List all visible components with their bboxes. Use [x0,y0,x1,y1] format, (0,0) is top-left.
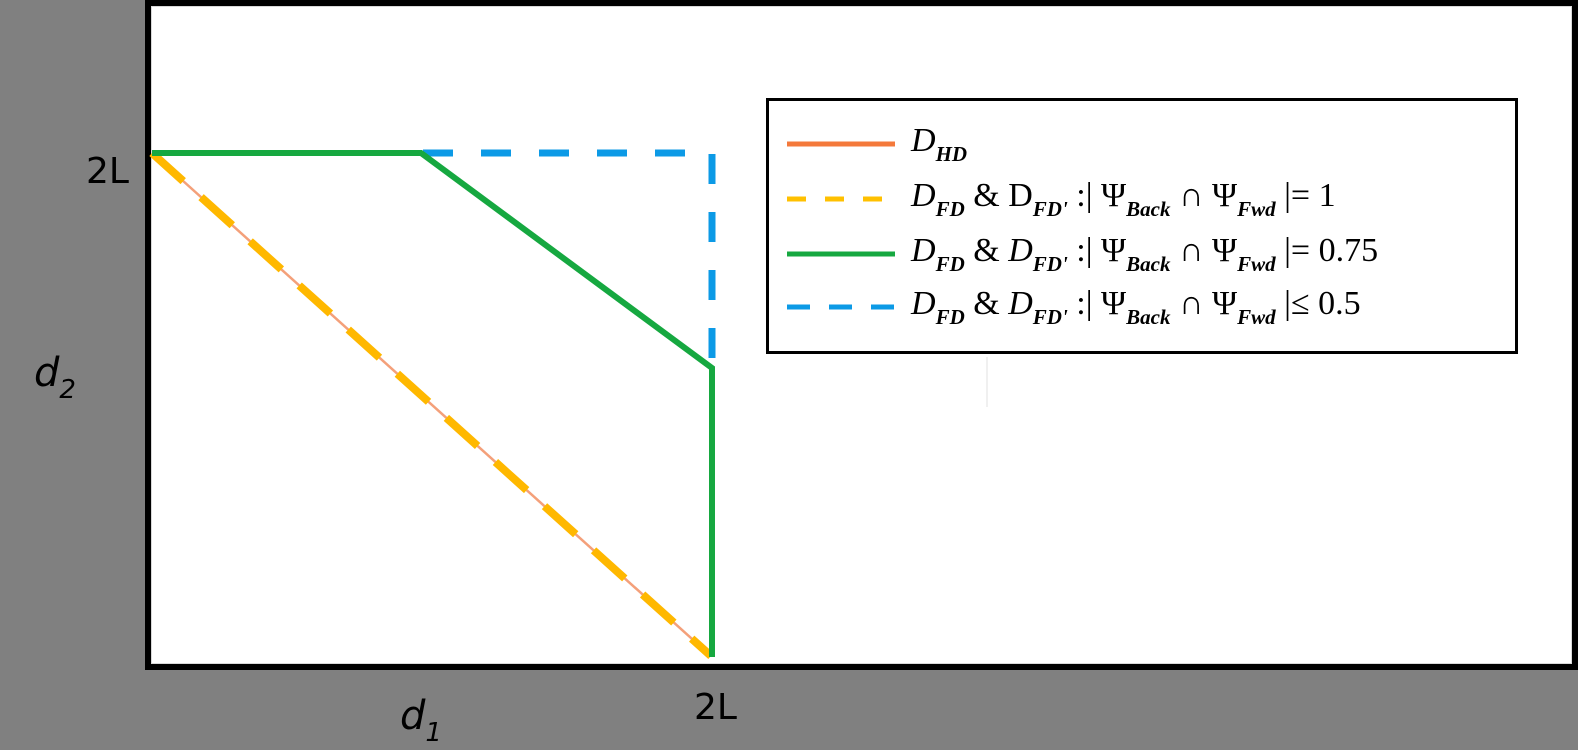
legend-item-fd-eq075: DFD & DFD' :| ΨBack ∩ ΨFwd |= 0.75 [787,230,1378,278]
faint-artifact-line [986,357,988,407]
y-tick-2l: 2L [86,151,129,192]
series-fd-eq1-line [149,150,714,659]
series-fd-le05-line [423,149,716,370]
legend-label: DFD & DFD' :| ΨBack ∩ ΨFwd |= 1 [911,176,1336,221]
legend-swatch-orange-solid [787,141,895,147]
x-axis-label-main: d [400,693,426,739]
legend-swatch-green-solid [787,251,895,257]
y-axis-label-sub: 2 [59,375,76,405]
x-axis-label: d1 [400,696,442,746]
legend-swatch-blue-dashed [787,304,895,310]
legend-swatch-yellow-dashed [787,196,895,202]
legend-label: DHD [911,121,968,166]
legend-item-fd-eq1: DFD & DFD' :| ΨBack ∩ ΨFwd |= 1 [787,175,1336,223]
legend-label: DFD & DFD' :| ΨBack ∩ ΨFwd |= 0.75 [911,231,1379,276]
legend: DHD DFD & DFD' :| ΨBack ∩ ΨFwd |= 1 DFD … [766,98,1518,354]
legend-label: DFD & DFD' :| ΨBack ∩ ΨFwd |≤ 0.5 [911,284,1361,329]
x-axis-label-sub: 1 [425,718,442,748]
series-fd-eq075-line [152,150,715,657]
x-tick-2l: 2L [694,687,737,728]
y-axis-label: d2 [34,353,76,403]
legend-item-fd-le05: DFD & DFD' :| ΨBack ∩ ΨFwd |≤ 0.5 [787,283,1361,331]
legend-item-d-hd: DHD [787,120,967,168]
y-axis-label-main: d [34,350,60,396]
